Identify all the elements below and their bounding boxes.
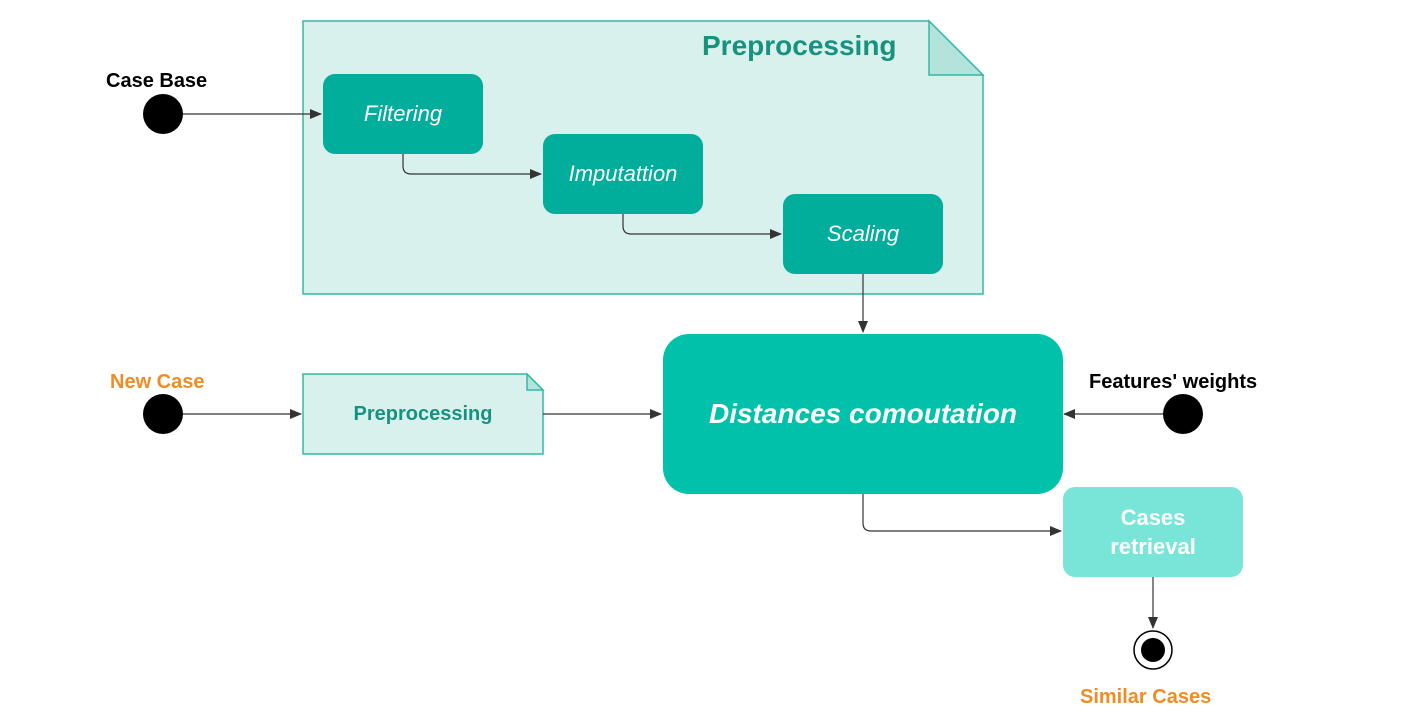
filtering-step[interactable]: Filtering [323, 74, 483, 154]
similar-cases-end-node-core [1141, 638, 1165, 662]
new-case-start-node [143, 394, 183, 434]
arrow-imputation-scaling [622, 214, 782, 239]
preprocessing-note-fold [526, 372, 545, 391]
case-base-label: Case Base [106, 70, 208, 92]
preprocessing-note-label: Preprocessing [353, 402, 493, 425]
cases-retrieval-line1: Cases [1120, 505, 1186, 530]
cases-retrieval-step[interactable]: Cases retrieval [1063, 487, 1243, 577]
new-case-label: New Case [110, 371, 205, 393]
arrow-filtering-imputation [402, 154, 542, 179]
preprocessing-group-title: Preprocessing [702, 30, 897, 61]
scaling-step[interactable]: Scaling [783, 194, 943, 274]
preprocessing-group-fold [928, 19, 985, 76]
imputation-step[interactable]: Imputattion [543, 134, 703, 214]
cases-retrieval-line2: retrieval [1110, 534, 1196, 559]
features-weights-start-node [1163, 394, 1203, 434]
preprocessing-note-shape [302, 373, 544, 455]
distances-computation-step[interactable]: Distances comoutation [663, 334, 1063, 494]
arrow-distances-retrieval [862, 494, 1062, 536]
similar-cases-label: Similar Cases [1080, 686, 1212, 708]
features-weights-label: Features' weights [1089, 371, 1258, 393]
case-base-start-node [143, 94, 183, 134]
